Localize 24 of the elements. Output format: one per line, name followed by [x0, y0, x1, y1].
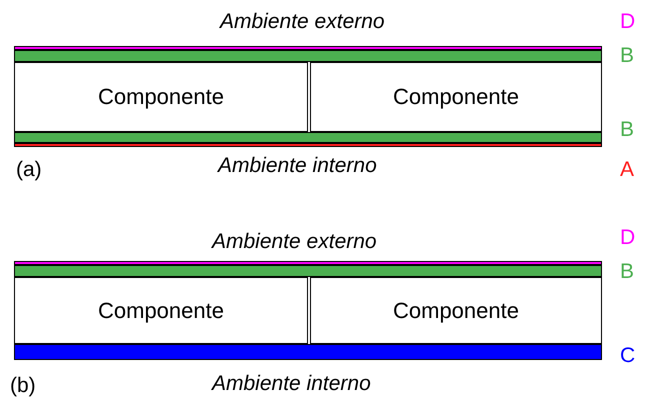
- component-box: Componente: [14, 62, 308, 132]
- component-box: Componente: [310, 62, 602, 132]
- layer-letter: D: [620, 226, 636, 250]
- layer-letter: B: [620, 118, 634, 142]
- environment-label: Ambiente interno: [212, 372, 371, 396]
- panel-label: (a): [16, 158, 42, 182]
- outer-film-layer: [14, 46, 602, 50]
- coating-layer: [14, 132, 602, 143]
- component-box: Componente: [310, 277, 602, 344]
- outer-film-layer: [14, 261, 602, 265]
- panel-label: (b): [10, 374, 36, 398]
- component-box: Componente: [14, 277, 308, 344]
- environment-label: Ambiente externo: [220, 10, 385, 34]
- environment-label: Ambiente interno: [218, 154, 377, 178]
- coating-layer: [14, 50, 602, 62]
- inner-film-layer: [14, 143, 602, 147]
- environment-label: Ambiente externo: [212, 230, 377, 254]
- layer-letter: D: [620, 10, 636, 34]
- layer-letter: B: [620, 260, 634, 284]
- coating-layer: [14, 265, 602, 277]
- layer-letter: C: [620, 344, 636, 368]
- layer-letter: A: [620, 158, 634, 182]
- layer-letter: B: [620, 44, 634, 68]
- barrier-layer: [14, 344, 602, 360]
